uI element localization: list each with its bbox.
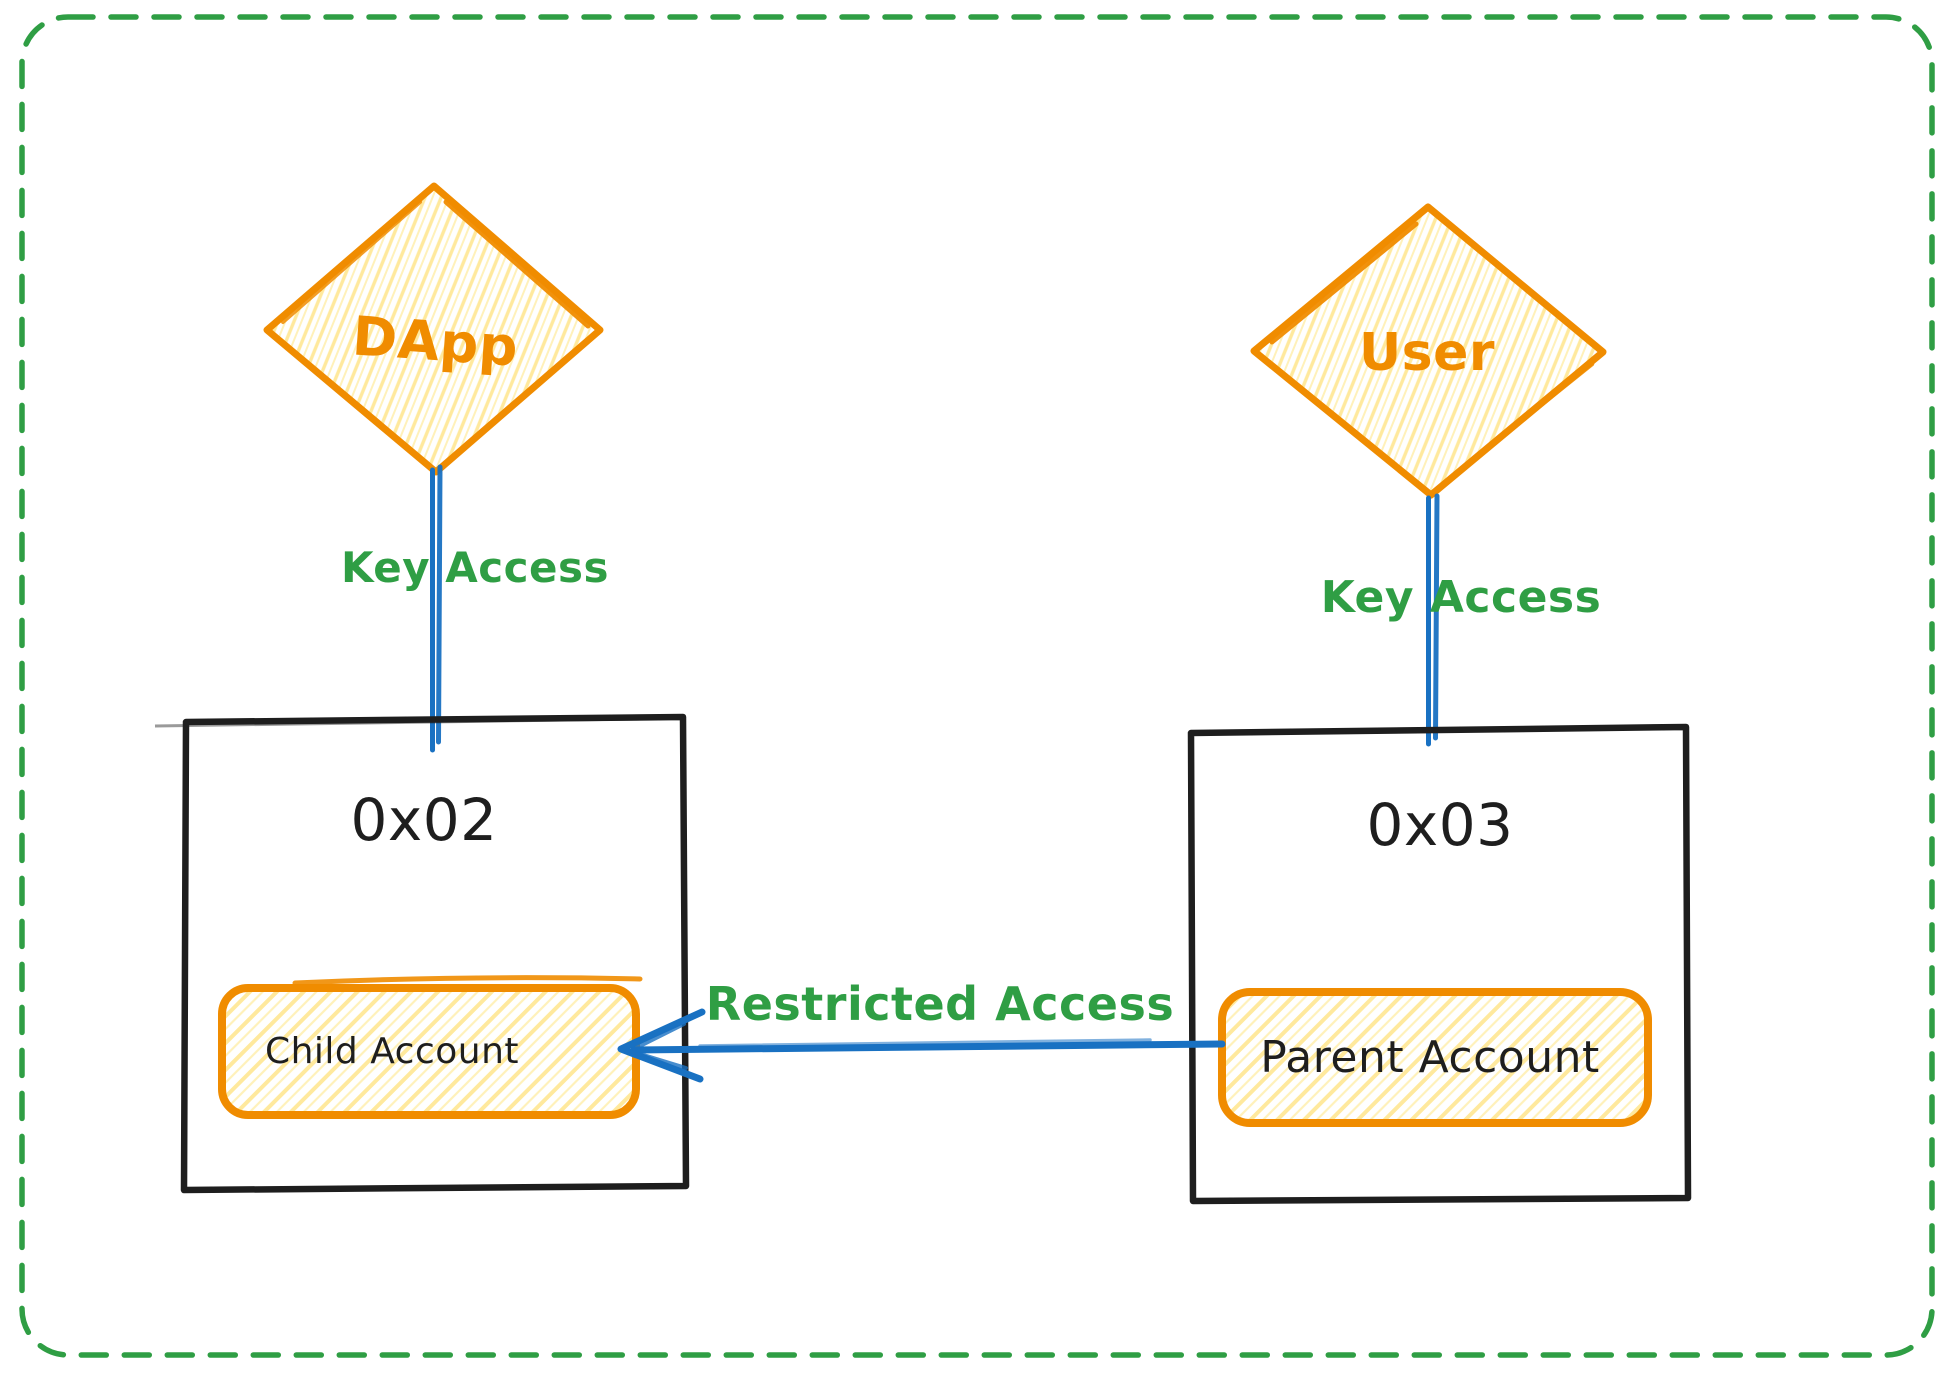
account-0x03-label: 0x03 <box>1366 791 1513 859</box>
account-0x02-box: 0x02 <box>154 713 690 1194</box>
restricted-access-label: Restricted Access <box>706 977 1174 1031</box>
canvas-frame-border <box>19 14 1935 1358</box>
restricted-access-arrow <box>617 1008 1226 1083</box>
user-key-access-connector <box>1426 493 1440 747</box>
dapp-diamond: DApp <box>263 182 604 476</box>
dapp-key-access-connector <box>430 464 443 753</box>
account-0x02-label: 0x02 <box>350 786 497 854</box>
parent-account-box: Parent Account <box>1218 988 1652 1127</box>
dapp-diamond-label: DApp <box>350 304 520 378</box>
user-key-access-label: Key Access <box>1321 572 1602 623</box>
child-account-box: Child Account <box>218 975 643 1119</box>
parent-account-label: Parent Account <box>1260 1032 1600 1083</box>
user-diamond: User <box>1250 203 1607 499</box>
account-0x03-box: 0x03 <box>1187 723 1692 1205</box>
user-diamond-label: User <box>1359 323 1495 383</box>
child-account-label: Child Account <box>265 1031 519 1072</box>
dapp-key-access-label: Key Access <box>341 543 609 592</box>
